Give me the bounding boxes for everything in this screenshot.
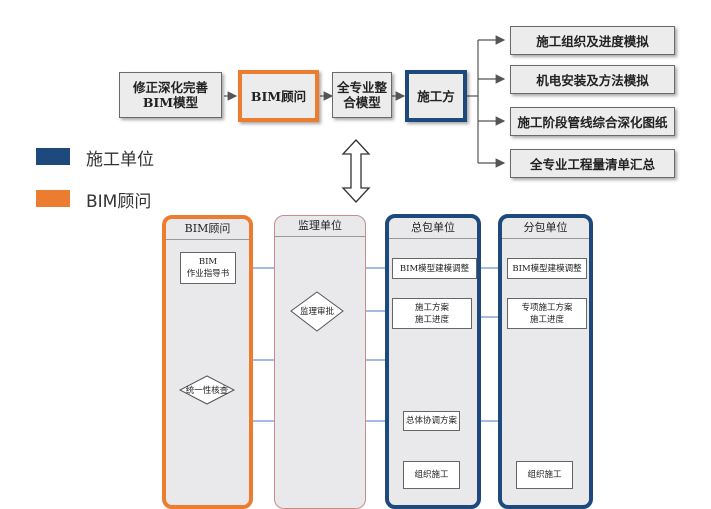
lane-supervision: 监理单位 xyxy=(274,215,366,509)
sc-plan-box: 专项施工方案 施工进度 xyxy=(507,298,587,329)
gc-model-adjust-box: BIM模型建模调整 xyxy=(392,258,477,279)
legend-label-contractor: 施工单位 xyxy=(86,150,154,170)
double-arrow-icon xyxy=(341,139,371,203)
consistency-check-label: 统一性核查 xyxy=(185,386,229,396)
output-mep-simulation: 机电安装及方法模拟 xyxy=(510,65,675,94)
legend-swatch-contractor xyxy=(36,148,70,165)
step-bim-consultant: BIM顾问 xyxy=(238,70,319,122)
gc-coordination-box: 总体协调方案 xyxy=(403,411,460,431)
step-integrated-model: 全专业整 合模型 xyxy=(332,72,392,118)
legend-label-bim: BIM顾问 xyxy=(86,192,152,212)
lane-title-bim: BIM顾问 xyxy=(166,219,249,240)
sc-construct-box: 组织施工 xyxy=(516,461,573,489)
output-pipeline-drawings: 施工阶段管线综合深化图纸 xyxy=(510,107,675,136)
step-contractor: 施工方 xyxy=(405,70,467,122)
supervision-review-label: 监理审批 xyxy=(299,307,334,317)
bim-guide-box: BIM 作业指导书 xyxy=(180,252,236,284)
gc-construct-box: 组织施工 xyxy=(403,461,460,489)
lane-title-general: 总包单位 xyxy=(389,218,477,239)
lane-title-sub: 分包单位 xyxy=(502,218,589,239)
output-quantity-list: 全专业工程量清单汇总 xyxy=(510,149,675,178)
output-schedule-simulation: 施工组织及进度模拟 xyxy=(510,26,675,55)
sc-model-adjust-box: BIM模型建模调整 xyxy=(507,258,587,279)
lane-title-supervision: 监理单位 xyxy=(275,216,365,237)
gc-plan-box: 施工方案 施工进度 xyxy=(392,298,472,329)
legend-swatch-bim xyxy=(36,190,70,207)
step-revise-model: 修正深化完善 BIM模型 xyxy=(119,72,222,118)
